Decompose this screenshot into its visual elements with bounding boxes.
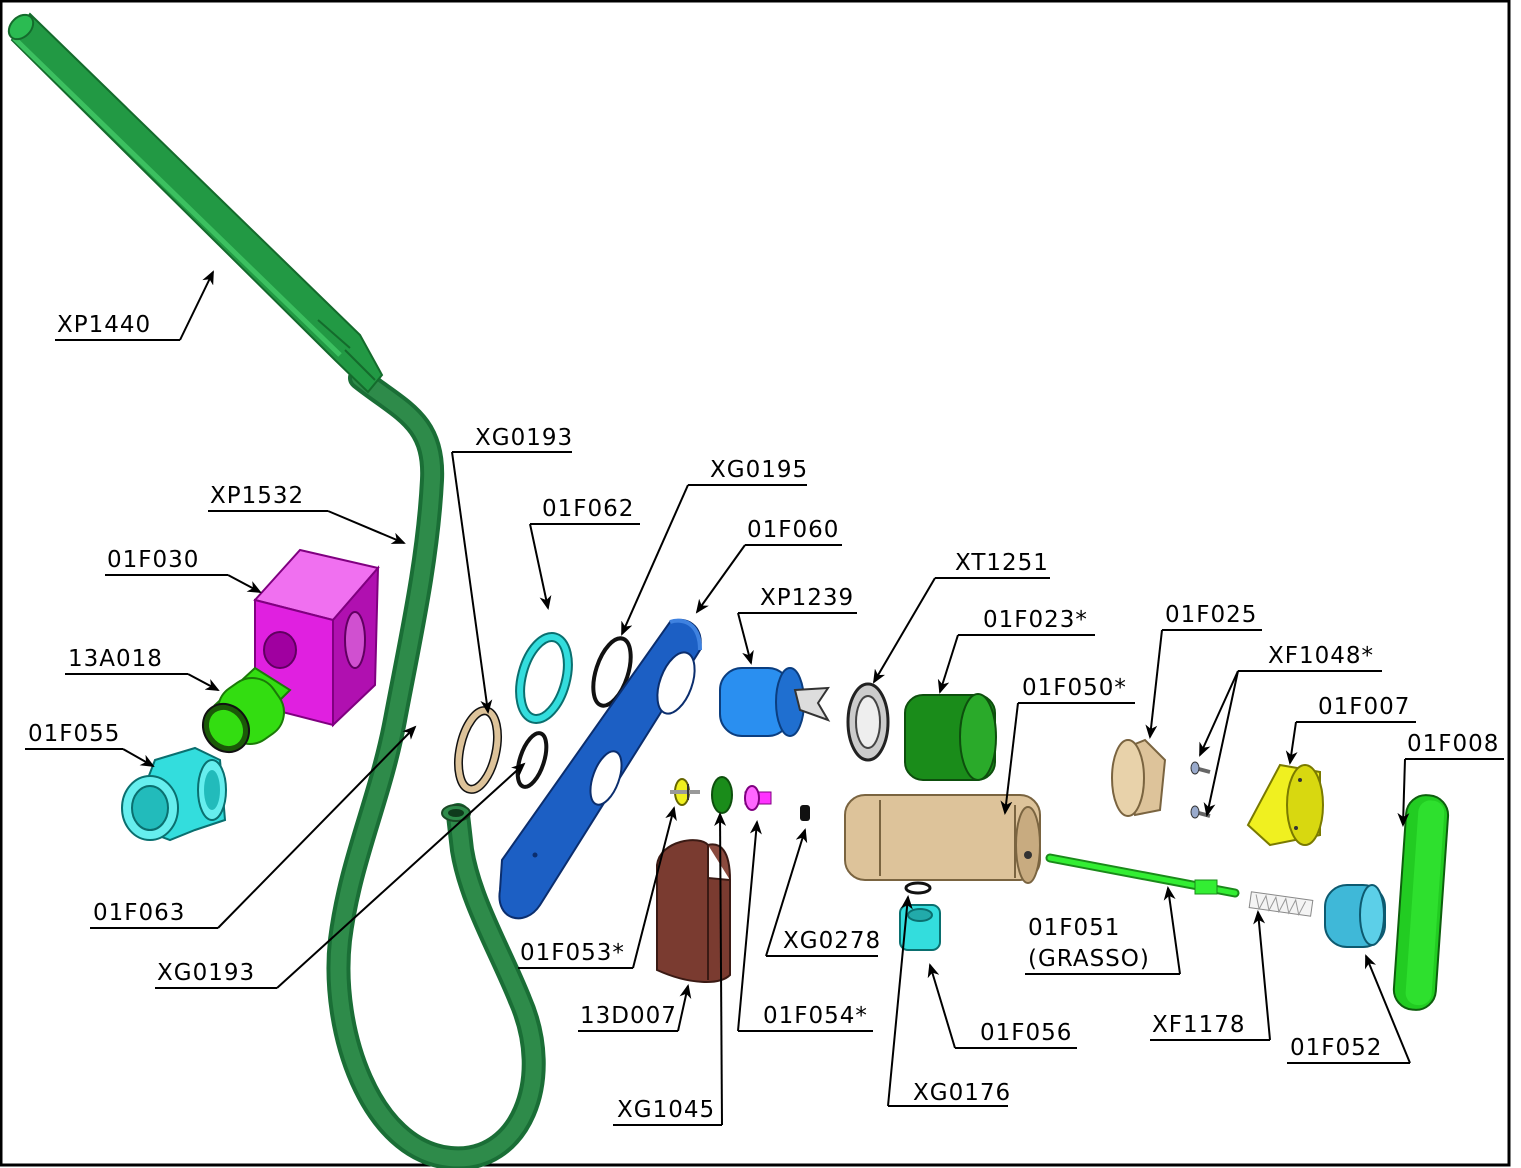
label-01F055: 01F055 (28, 721, 120, 747)
callout-XG0195: XG0195 (621, 457, 808, 636)
label-XG0193-top: XG0193 (475, 425, 573, 451)
callout-01F030: 01F030 (105, 547, 262, 593)
elbow-part (121, 746, 227, 842)
nut-part (846, 682, 890, 762)
o-ring-part (591, 636, 633, 708)
callout-XT1251: XT1251 (872, 550, 1050, 684)
label-XG0176: XG0176 (913, 1080, 1011, 1106)
callout-01F052: 01F052 (1287, 954, 1411, 1064)
label-XG1045: XG1045 (617, 1097, 715, 1123)
label-XG0195: XG0195 (710, 457, 808, 483)
callout-13D007: 13D007 (578, 984, 692, 1032)
label-01F007: 01F007 (1318, 694, 1410, 720)
callout-XF1178: XF1178 (1150, 910, 1271, 1041)
label-01F023: 01F023* (983, 607, 1088, 633)
callout-01F053: 01F053* (518, 806, 677, 969)
label-01F060: 01F060 (747, 517, 839, 543)
o-ring-part (515, 731, 549, 789)
callout-01F007: 01F007 (1285, 694, 1416, 765)
callout-XP1532: XP1532 (208, 483, 406, 544)
label-01F051: 01F051 (1028, 915, 1120, 941)
label-01F050: 01F050* (1022, 675, 1127, 701)
cylinder-part (844, 794, 1041, 884)
callout-XP1239: XP1239 (737, 585, 857, 665)
cap-part (1246, 763, 1324, 847)
label-01F053: 01F053* (520, 940, 625, 966)
seal-part (800, 805, 810, 821)
block-part (253, 548, 380, 728)
callout-XG1045: XG1045 (613, 812, 727, 1126)
callout-XG0193-top: XG0193 (451, 425, 573, 714)
label-XG0193-bottom: XG0193 (157, 960, 255, 986)
label-XP1239: XP1239 (760, 585, 854, 611)
callout-13A018: 13A018 (65, 646, 220, 691)
callout-XG0278: XG0278 (765, 828, 881, 957)
cover-part (1392, 794, 1450, 1011)
label-01F030: 01F030 (107, 547, 199, 573)
label-13D007: 13D007 (580, 1003, 677, 1029)
callout-01F055: 01F055 (25, 721, 155, 767)
label-XT1251: XT1251 (955, 550, 1049, 576)
callout-01F054: 01F054* (737, 820, 873, 1032)
fitting-part (201, 666, 292, 754)
pin-part (670, 778, 700, 806)
label-XP1440: XP1440 (57, 312, 151, 338)
cap-part (719, 667, 831, 737)
callout-XP1440: XP1440 (55, 270, 214, 341)
callout-XG0176: XG0176 (887, 895, 1011, 1107)
callout-01F056: 01F056 (927, 963, 1077, 1049)
fitting-part (899, 881, 941, 951)
label-01F054: 01F054* (763, 1003, 868, 1029)
callout-01F051: 01F051 (GRASSO) (1025, 886, 1181, 975)
label-01F063: 01F063 (93, 900, 185, 926)
label-01F056: 01F056 (980, 1020, 1072, 1046)
shell-part (656, 839, 731, 983)
label-01F052: 01F052 (1290, 1035, 1382, 1061)
callout-01F023: 01F023* (937, 607, 1095, 694)
label-13A018: 13A018 (68, 646, 163, 672)
label-01F025: 01F025 (1165, 602, 1257, 628)
callout-01F060: 01F060 (695, 517, 842, 614)
rod-part (1045, 853, 1240, 898)
cylinder-part (904, 693, 997, 781)
callout-01F025: 01F025 (1145, 602, 1262, 739)
cylinder-part (1324, 884, 1386, 948)
callout-01F008: 01F008 (1397, 731, 1504, 827)
ring-part (515, 632, 573, 724)
callout-01F063: 01F063 (90, 725, 417, 929)
cone-part (1111, 738, 1167, 817)
label-XG0278: XG0278 (783, 928, 881, 954)
ring-part (454, 706, 502, 794)
callout-01F050: 01F050* (1000, 675, 1135, 815)
callout-XF1048: XF1048* (1199, 643, 1382, 817)
label-grasso: (GRASSO) (1028, 946, 1150, 972)
hose-part (326, 366, 546, 1168)
label-01F008: 01F008 (1407, 731, 1499, 757)
washer-part (711, 776, 733, 814)
pin-part (744, 785, 772, 811)
label-XP1532: XP1532 (210, 483, 304, 509)
label-XF1178: XF1178 (1152, 1012, 1246, 1038)
lever-part (7, 12, 384, 394)
label-XF1048: XF1048* (1268, 643, 1374, 669)
callout-01F062: 01F062 (529, 496, 640, 610)
plate-part (498, 618, 702, 920)
callout-XG0193-bottom: XG0193 (155, 762, 526, 989)
label-01F062: 01F062 (542, 496, 634, 522)
spring-part (1248, 891, 1314, 917)
